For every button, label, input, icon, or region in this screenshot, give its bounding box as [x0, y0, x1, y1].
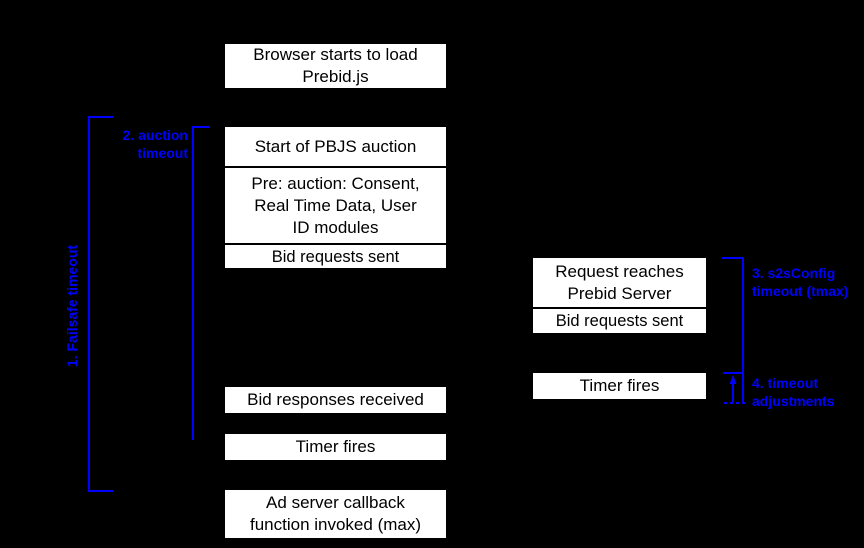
failsafe-bracket	[88, 116, 113, 492]
label-auction-timeout: 2. auction timeout	[122, 127, 188, 161]
box-auction-start: Start of PBJS auction	[225, 127, 446, 166]
box-ad-server-callback: Ad server callback function invoked (max…	[225, 490, 446, 538]
box-browser-load: Browser starts to load Prebid.js	[225, 44, 446, 88]
box-timer-fires: Timer fires	[225, 434, 446, 460]
box-server-timer-fires: Timer fires	[533, 373, 706, 399]
s2s-bracket	[722, 257, 744, 403]
box-pre-auction: Pre: auction: Consent, Real Time Data, U…	[225, 168, 446, 243]
box-request-reaches-server: Request reaches Prebid Server	[533, 258, 706, 307]
label-failsafe-timeout: 1. Failsafe timeout	[64, 244, 80, 368]
box-bid-responses-received: Bid responses received	[225, 387, 446, 413]
box-bid-requests-sent: Bid requests sent	[225, 245, 446, 268]
adjustment-arrowhead	[729, 375, 737, 384]
box-server-bid-requests-sent: Bid requests sent	[533, 309, 706, 333]
label-s2s-timeout: 3. s2sConfig timeout (tmax)	[752, 265, 849, 299]
auction-bracket	[192, 126, 210, 440]
label-timeout-adjustments: 4. timeout adjustments	[752, 375, 835, 409]
